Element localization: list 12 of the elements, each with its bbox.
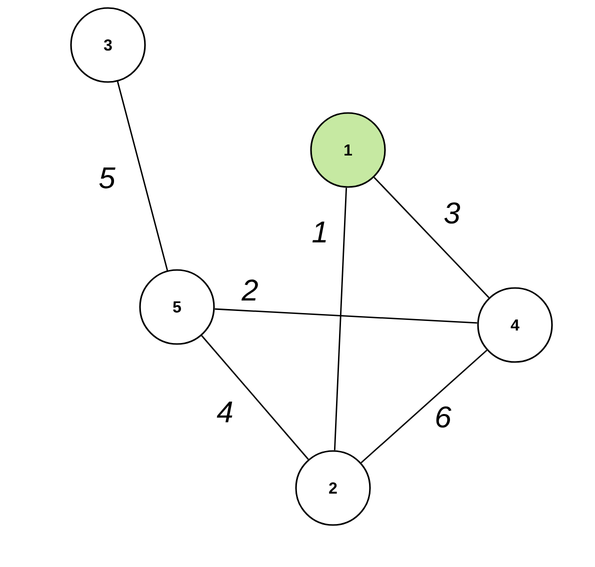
edge-label: 4: [216, 402, 232, 422]
edge-line: [374, 176, 490, 298]
edge-line: [334, 188, 348, 450]
edge-label: 5: [99, 168, 116, 188]
edge-line: [116, 81, 168, 271]
edge-line: [214, 308, 478, 324]
edge-label: 2: [242, 280, 258, 300]
edge-label: 3: [444, 202, 460, 224]
edge-line: [201, 335, 309, 460]
edge-line: [360, 350, 488, 464]
edge-label: 6: [436, 406, 452, 428]
edge-label: 1: [312, 222, 326, 242]
